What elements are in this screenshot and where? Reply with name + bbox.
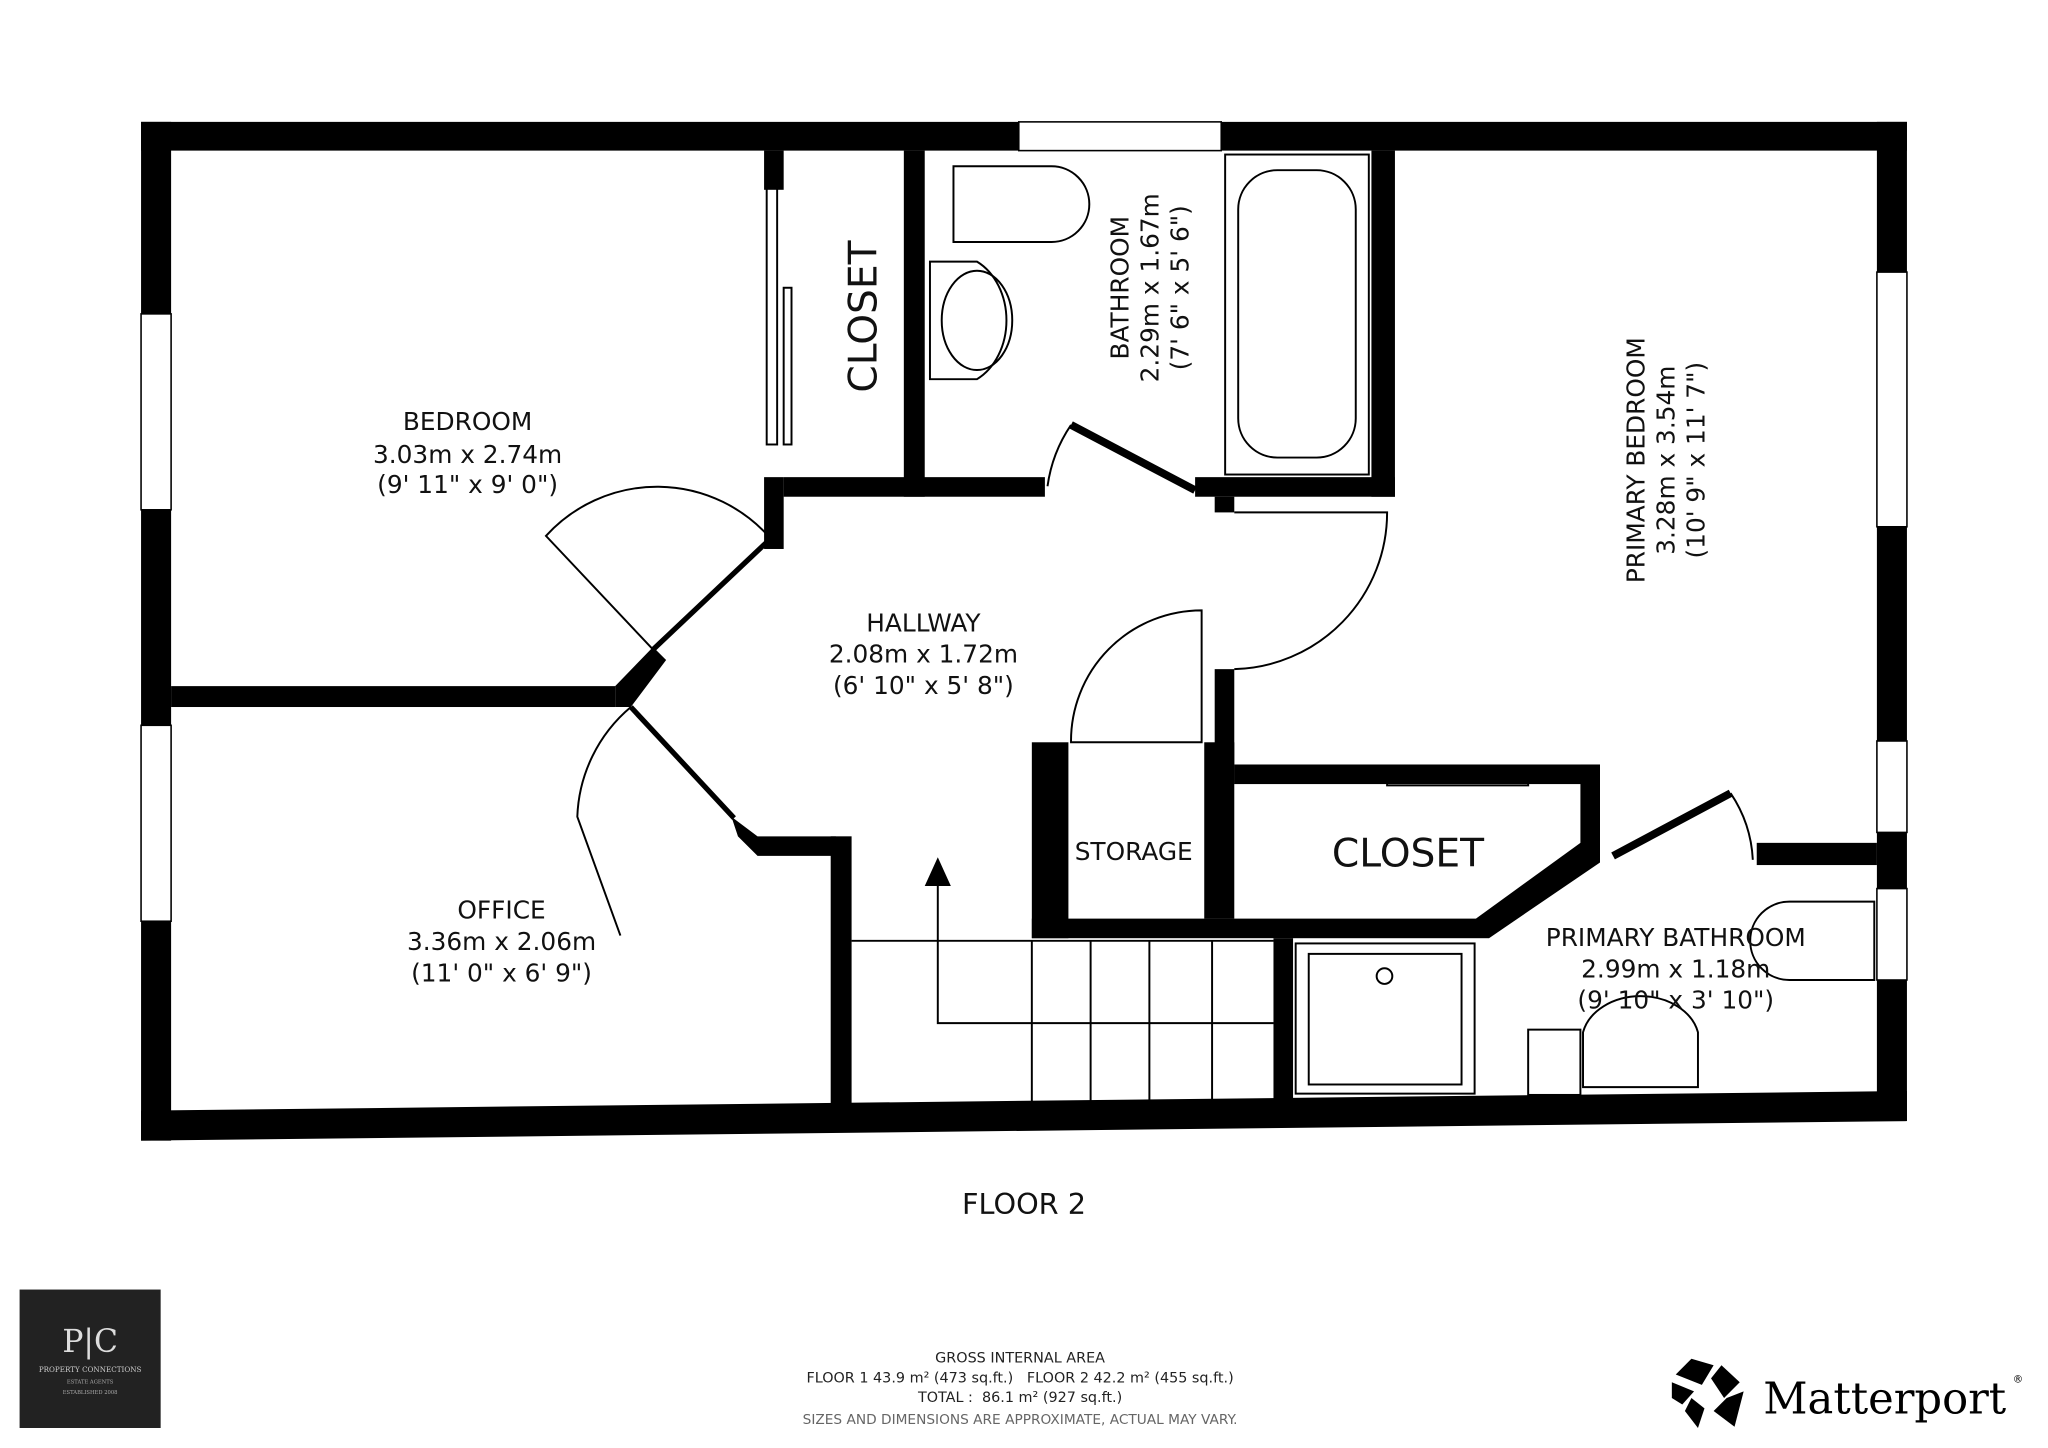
room-metric: 2.29m x 1.67m [1136,193,1165,382]
room-name: OFFICE [457,896,545,925]
agent-initials: P|C [62,1324,118,1360]
room-imperial: (11' 0" x 6' 9") [411,958,592,987]
room-metric: 3.28m x 3.54m [1651,366,1680,555]
disclaimer: SIZES AND DIMENSIONS ARE APPROXIMATE, AC… [803,1412,1238,1428]
area-floors: FLOOR 1 43.9 m² (473 sq.ft.) FLOOR 2 42.… [806,1370,1233,1386]
matterport-wordmark: Matterport [1763,1374,2006,1425]
room-name: HALLWAY [866,608,981,637]
matterport-logo: Matterport ® [1671,1358,2023,1428]
room-metric: 3.36m x 2.06m [407,927,596,956]
room-metric: 3.03m x 2.74m [373,440,562,469]
room-closet-mid: CLOSET [1332,831,1485,876]
area-total: TOTAL : 86.1 m² (927 sq.ft.) [917,1390,1122,1406]
agent-name: PROPERTY CONNECTIONS [39,1365,142,1374]
room-bedroom: BEDROOM 3.03m x 2.74m (9' 11" x 9' 0") [373,407,562,499]
room-name: BEDROOM [403,407,532,436]
agent-tagline: ESTATE AGENTS [67,1380,114,1386]
room-name: PRIMARY BATHROOM [1546,923,1806,952]
room-office: OFFICE 3.36m x 2.06m (11' 0" x 6' 9") [407,896,596,988]
agent-logo: P|C PROPERTY CONNECTIONS ESTATE AGENTS E… [19,1289,161,1428]
registered-mark: ® [2013,1373,2023,1385]
fixtures [544,153,1876,1102]
room-primary-bedroom: PRIMARY BEDROOM 3.28m x 3.54m (10' 9" x … [1621,337,1710,583]
room-imperial: (9' 11" x 9' 0") [377,470,558,499]
room-storage: STORAGE [1075,837,1193,866]
room-name: PRIMARY BEDROOM [1621,337,1650,583]
room-hallway: HALLWAY 2.08m x 1.72m (6' 10" x 5' 8") [829,608,1018,700]
area-summary: GROSS INTERNAL AREA FLOOR 1 43.9 m² (473… [803,1351,1238,1428]
agent-established: ESTABLISHED 2008 [63,1390,118,1396]
room-imperial: (10' 9" x 11' 7") [1681,362,1710,559]
room-imperial: (6' 10" x 5' 8") [833,671,1014,700]
room-name: BATHROOM [1105,216,1134,360]
matterport-mark-icon [1671,1358,1744,1428]
room-primary-bathroom: PRIMARY BATHROOM 2.99m x 1.18m (9' 10" x… [1546,923,1806,1015]
windows [140,121,1908,981]
room-closet-top: CLOSET [841,239,886,392]
room-imperial: (7' 6" x 5' 6") [1166,205,1195,370]
room-imperial: (9' 10" x 3' 10") [1577,986,1774,1015]
floor-label: FLOOR 2 [962,1187,1086,1221]
room-bathroom: BATHROOM 2.29m x 1.67m (7' 6" x 5' 6") [1105,193,1194,382]
room-metric: 2.99m x 1.18m [1581,954,1770,983]
area-title: GROSS INTERNAL AREA [935,1351,1105,1367]
room-metric: 2.08m x 1.72m [829,640,1018,669]
